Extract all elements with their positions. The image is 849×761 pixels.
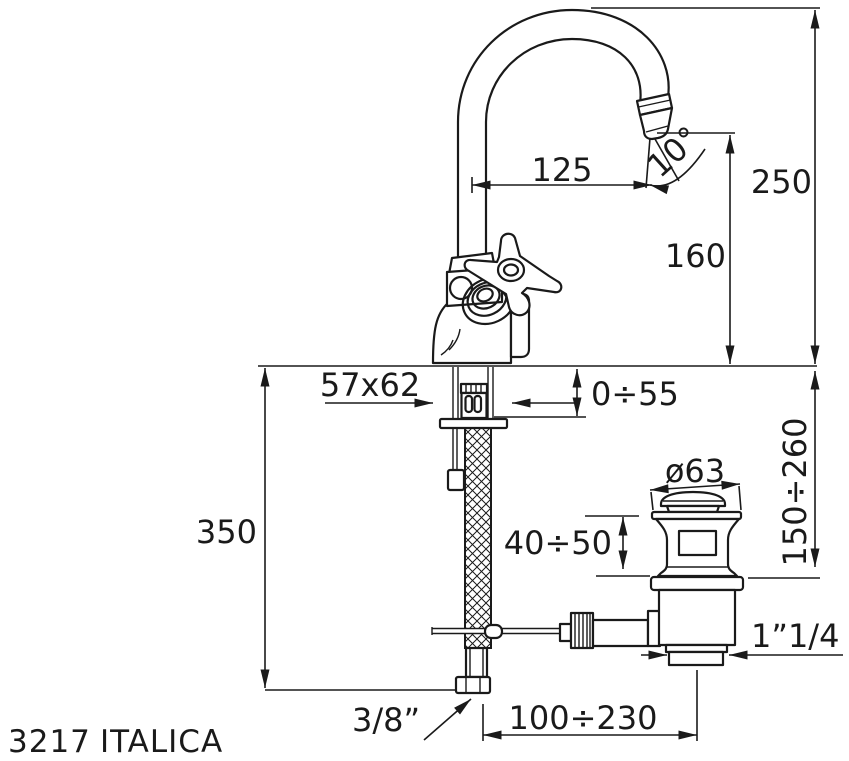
dim-deck-thickness-label: 0÷55 [591, 375, 679, 413]
waste-plug-dome [659, 490, 727, 508]
waste-outlet [667, 650, 725, 667]
dim-waste-cap-diameter-label: ø63 [665, 452, 725, 490]
body-creases [440, 328, 461, 356]
dim-waste-thread-label: 1”1/4 [751, 617, 839, 655]
rod-sleeve [591, 618, 650, 648]
waste-body [657, 588, 737, 647]
dim-spout-reach: 125 [471, 151, 652, 193]
waste-assembly [649, 490, 745, 667]
dim-waste-offset: 100÷230 [482, 670, 698, 741]
product-name: ITALICA [100, 724, 223, 760]
dim-spout-reach-label: 125 [531, 151, 592, 189]
dim-waste-thread: 1”1/4 [641, 617, 843, 660]
product-code: 3217 [8, 724, 91, 760]
dim-overall-height: 250 [591, 7, 820, 364]
dim-supply-length-label: 350 [196, 513, 257, 551]
waste-window [677, 529, 718, 557]
dim-waste-cap-height: 40÷50 [504, 515, 650, 577]
dim-body-base-label: 57x62 [320, 366, 420, 404]
threaded-collar [459, 382, 489, 395]
dim-overall-height-label: 250 [751, 163, 812, 201]
dim-outlet-height: 160 [657, 132, 735, 364]
rod-collar [558, 622, 573, 643]
dim-waste-height-range-label: 150÷260 [776, 418, 814, 567]
dim-supply-thread: 3/8” [352, 698, 472, 741]
faucet-body [431, 232, 563, 365]
aerator [635, 92, 674, 141]
dim-waste-cap-height-label: 40÷50 [504, 524, 612, 562]
spout [456, 8, 674, 260]
dim-outlet-height-label: 160 [665, 237, 726, 275]
pop-up-rod [431, 609, 662, 650]
handle-hub [496, 257, 526, 283]
stud-nut [446, 468, 466, 492]
hose-hex-nut [454, 675, 492, 695]
rod-joint [483, 623, 504, 640]
dim-waste-cap-diameter: ø63 [649, 452, 742, 511]
dim-body-base: 57x62 [320, 366, 578, 408]
title-block: 3217 ITALICA [8, 724, 223, 760]
cross-handle [463, 232, 563, 317]
supply-hose [454, 427, 492, 695]
dim-waste-height-range: 150÷260 [748, 371, 820, 579]
mounting-shank [438, 367, 509, 492]
dim-supply-length: 350 [196, 368, 456, 691]
dim-deck-thickness: 0÷55 [494, 369, 679, 418]
hose-ferrule [464, 646, 489, 679]
dim-waste-offset-label: 100÷230 [509, 699, 658, 737]
mounting-flange [438, 417, 509, 430]
waste-flange [649, 575, 745, 592]
dim-supply-thread-label: 3/8” [352, 701, 420, 739]
mounting-stud [452, 428, 458, 470]
